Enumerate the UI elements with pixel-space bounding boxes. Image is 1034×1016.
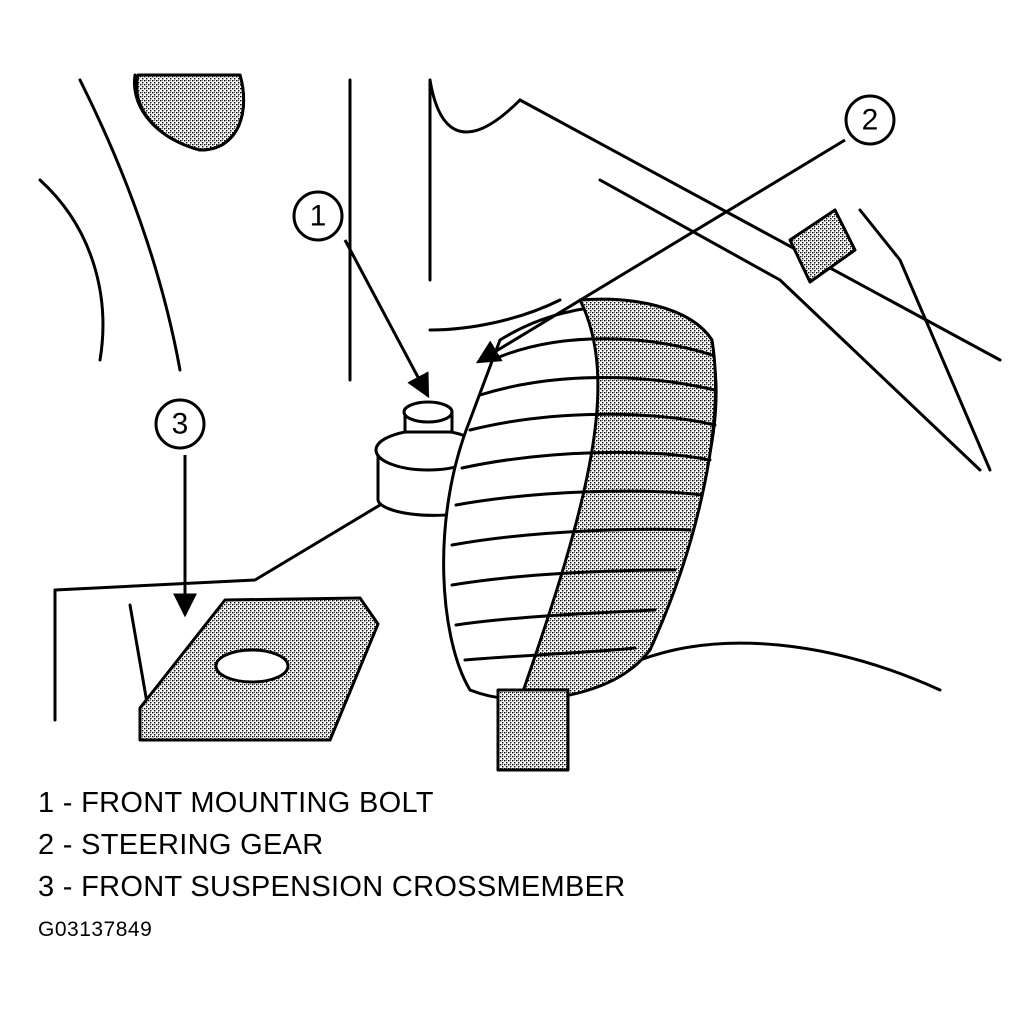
leader-line-2 xyxy=(475,138,846,364)
steering-gear-boot xyxy=(442,297,718,772)
callout-3: 3 xyxy=(154,398,206,450)
legend-text: STEERING GEAR xyxy=(81,829,324,861)
callout-number-3: 3 xyxy=(172,408,189,441)
callout-1: 1 xyxy=(292,190,344,242)
legend-number: 3 xyxy=(38,871,55,903)
legend-separator: - xyxy=(54,829,82,861)
upper-bracket-shading xyxy=(135,73,246,152)
callout-number-1: 1 xyxy=(310,200,327,233)
legend-separator: - xyxy=(54,787,82,819)
legend-item: 2 - STEERING GEAR xyxy=(38,824,626,866)
leader-line-1 xyxy=(343,239,430,399)
legend-number: 1 xyxy=(38,787,55,819)
legend-item: 1 - FRONT MOUNTING BOLT xyxy=(38,782,626,824)
callout-number-2: 2 xyxy=(862,104,879,137)
callout-2: 2 xyxy=(844,94,896,146)
leader-lines xyxy=(173,138,846,618)
steering-gear-illustration: 1 2 3 xyxy=(38,73,1002,772)
callout-legend: 1 - FRONT MOUNTING BOLT 2 - STEERING GEA… xyxy=(38,782,626,908)
legend-number: 2 xyxy=(38,829,55,861)
crossmember-pad xyxy=(138,596,380,742)
legend-separator: - xyxy=(54,871,82,903)
legend-text: FRONT MOUNTING BOLT xyxy=(81,787,434,819)
mount-pad-shading xyxy=(788,208,857,284)
background-contours xyxy=(38,73,1002,722)
legend-item: 3 - FRONT SUSPENSION CROSSMEMBER xyxy=(38,866,626,908)
legend-text: FRONT SUSPENSION CROSSMEMBER xyxy=(81,871,626,903)
figure-id: G03137849 xyxy=(38,918,153,941)
